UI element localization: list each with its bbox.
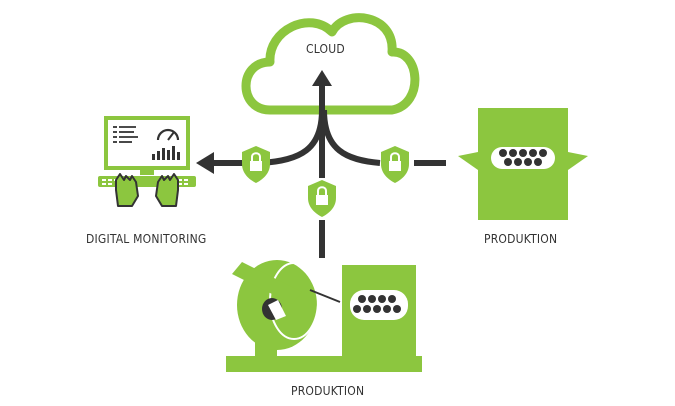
- cloud-icon: [241, 13, 420, 115]
- machine-icon: [458, 108, 588, 220]
- production-label-bottom: PRODUKTION: [291, 384, 365, 398]
- arrowhead-up: [312, 70, 332, 86]
- line-cloud-to-monitor: [261, 109, 325, 166]
- lock-icon: [381, 146, 409, 183]
- production-label-right: PRODUKTION: [484, 232, 558, 246]
- hand-icon: [115, 173, 139, 207]
- cloud-label: CLOUD: [306, 42, 345, 56]
- arrowhead-left: [196, 152, 214, 174]
- lock-icon: [242, 146, 270, 183]
- hand-icon: [155, 173, 179, 207]
- line-production-to-cloud: [321, 109, 381, 166]
- digital-monitoring-label: DIGITAL MONITORING: [86, 232, 207, 246]
- cable-drum-icon: [226, 260, 422, 372]
- monitor-icon: [98, 116, 196, 187]
- lock-icon: [308, 180, 336, 217]
